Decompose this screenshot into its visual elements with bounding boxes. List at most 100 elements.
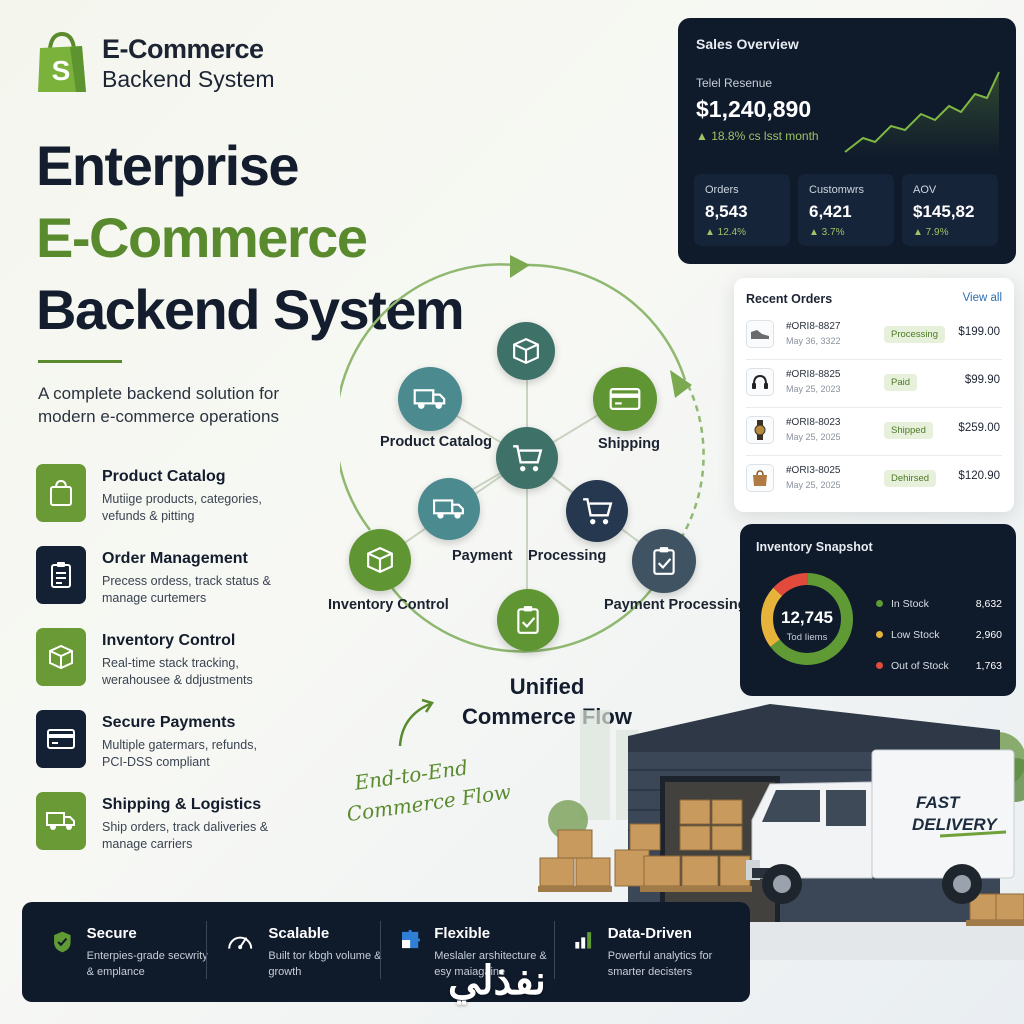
inventory-total-value: 12,745 bbox=[781, 608, 833, 627]
hero-line-3: Backend System bbox=[36, 278, 465, 341]
stat-change: ▲ 12.4% bbox=[705, 227, 747, 238]
shopping-bag-icon bbox=[36, 464, 86, 522]
value-prop-desc: Enterpies-grade secwrity & emplance bbox=[86, 949, 208, 978]
credit-card-icon bbox=[609, 388, 641, 410]
watch-icon bbox=[746, 416, 774, 444]
feature-title: Inventory Control bbox=[102, 632, 236, 649]
value-prop-desc: Meslaler arshitecture & esy maiagaine bbox=[434, 949, 547, 978]
order-row[interactable]: #ORI8-8023 May 25, 2025 Shipped $259.00 bbox=[746, 408, 1002, 456]
order-row[interactable]: #ORI8-8825 May 25, 2023 Paid $99.90 bbox=[746, 360, 1002, 408]
feature-desc: Multiple gatermars, refunds, PCI-DSS com… bbox=[102, 738, 257, 769]
flow-node-payment-processing[interactable] bbox=[632, 529, 696, 593]
svg-text:S: S bbox=[52, 55, 71, 86]
revenue-change: ▲ 18.8% cs lsst month bbox=[696, 129, 819, 143]
donut-segment-in-stock bbox=[761, 573, 853, 665]
truck-text-line-2: DELIVERY bbox=[912, 815, 998, 834]
value-props-bar: Secure Enterpies-grade secwrity & emplan… bbox=[22, 902, 750, 1002]
legend-low-stock: Low Stock 2,960 bbox=[876, 619, 1002, 650]
revenue-label: Telel Resenue bbox=[696, 76, 773, 90]
order-row[interactable]: #ORI8-8827 May 36, 3322 Processing $199.… bbox=[746, 312, 1002, 360]
order-date: May 36, 3322 bbox=[786, 336, 841, 346]
value-prop-title: Scalable bbox=[268, 924, 330, 942]
feature-order-management[interactable]: Order Management Precess ordess, track s… bbox=[36, 546, 277, 628]
box-icon bbox=[513, 337, 539, 365]
flow-node-payment[interactable] bbox=[418, 478, 480, 540]
stat-orders: Orders 8,543 ▲ 12.4% bbox=[694, 174, 790, 246]
order-id: #ORI8-8827 bbox=[786, 321, 841, 332]
flow-node-inventory-control[interactable] bbox=[349, 529, 411, 591]
view-all-link[interactable]: View all bbox=[962, 292, 1002, 304]
hero-line-2: E-Commerce bbox=[36, 206, 368, 269]
feature-desc: Mutiige products, categories, vefunds & … bbox=[102, 492, 262, 523]
legend-label: Low Stock bbox=[891, 628, 940, 641]
revenue-value: $1,240,890 bbox=[696, 96, 812, 122]
inventory-donut-chart bbox=[761, 573, 853, 665]
brand-subtitle: Backend System bbox=[102, 65, 275, 92]
feature-shipping-logistics[interactable]: Shipping & Logistics Ship orders, track … bbox=[36, 792, 277, 874]
value-prop-secure: Secure Enterpies-grade secwrity & emplan… bbox=[38, 925, 212, 980]
order-date: May 25, 2023 bbox=[786, 384, 841, 394]
value-prop-desc: Powerful analytics for smarter decisters bbox=[607, 949, 713, 978]
order-date: May 25, 2025 bbox=[786, 432, 841, 442]
legend-label: In Stock bbox=[891, 597, 929, 610]
truck-icon bbox=[413, 389, 446, 409]
flow-node-processing[interactable] bbox=[566, 480, 628, 542]
card-title: Inventory Snapshot bbox=[756, 540, 873, 554]
feature-secure-payments[interactable]: Secure Payments Multiple gatermars, refu… bbox=[36, 710, 277, 792]
flow-node-box[interactable] bbox=[497, 322, 555, 380]
feature-inventory-control[interactable]: Inventory Control Real-time stack tracki… bbox=[36, 628, 277, 710]
hero-divider bbox=[38, 360, 122, 363]
flow-node-cart-center[interactable] bbox=[496, 427, 558, 489]
stat-change: ▲ 3.7% bbox=[809, 227, 845, 238]
headphones-icon bbox=[746, 368, 774, 396]
flow-label-inventory-control: Inventory Control bbox=[328, 597, 449, 613]
brand: S E-Commerce Backend System bbox=[36, 32, 275, 94]
legend-value: 8,632 bbox=[975, 597, 1002, 610]
sales-overview-card: Sales Overview Telel Resenue $1,240,890 … bbox=[678, 18, 1016, 264]
card-title: Recent Orders bbox=[746, 292, 833, 306]
flow-node-order-check[interactable] bbox=[497, 589, 559, 651]
stat-value: 8,543 bbox=[705, 202, 748, 221]
value-prop-data-driven: Data-Driven Powerful analytics for smart… bbox=[554, 920, 734, 980]
flow-label-processing: Processing bbox=[528, 548, 607, 564]
truck-icon bbox=[433, 499, 464, 519]
stat-label: Customwrs bbox=[809, 184, 865, 196]
stat-value: $145,82 bbox=[913, 202, 975, 221]
order-status-badge: Dehirsed bbox=[884, 470, 937, 487]
inventory-legend: In Stock 8,632 Low Stock 2,960 Out of St… bbox=[876, 588, 1002, 681]
shopify-bag-logo-icon: S bbox=[38, 32, 86, 92]
flow-label-payment: Payment bbox=[452, 548, 513, 564]
order-date: May 25, 2025 bbox=[786, 480, 841, 490]
order-amount: $120.90 bbox=[958, 470, 1000, 482]
order-id: #ORI8-8825 bbox=[786, 369, 841, 380]
inventory-snapshot-card: Inventory Snapshot 12,745 Tod Iiems In S… bbox=[740, 524, 1016, 696]
box-icon bbox=[36, 628, 86, 686]
order-row[interactable]: #ORI3-8025 May 25, 2025 Dehirsed $120.90 bbox=[746, 456, 1002, 504]
value-prop-title: Flexible bbox=[434, 924, 491, 942]
clipboard-list-icon bbox=[36, 546, 86, 604]
stat-aov: AOV $145,82 ▲ 7.9% bbox=[902, 174, 998, 246]
order-status-badge: Paid bbox=[884, 374, 918, 391]
puzzle-icon bbox=[402, 929, 421, 948]
legend-value: 1,763 bbox=[975, 659, 1002, 672]
order-status-badge: Processing bbox=[884, 326, 945, 343]
bar-chart-icon bbox=[575, 931, 592, 949]
handbag-icon bbox=[746, 464, 774, 492]
feature-product-catalog[interactable]: Product Catalog Mutiige products, catego… bbox=[36, 464, 277, 546]
shield-check-icon bbox=[54, 931, 71, 952]
order-amount: $199.00 bbox=[958, 326, 1000, 338]
flow-label-product-catalog: Product Catalog bbox=[380, 434, 492, 450]
order-id: #ORI3-8025 bbox=[786, 465, 841, 476]
flow-node-shipping[interactable] bbox=[593, 367, 657, 431]
donut-segment-out-of-stock bbox=[761, 573, 853, 665]
legend-value: 2,960 bbox=[975, 628, 1002, 641]
order-amount: $99.90 bbox=[964, 374, 1000, 386]
legend-out-of-stock: Out of Stock 1,763 bbox=[876, 650, 1002, 681]
feature-list: Product Catalog Mutiige products, catego… bbox=[36, 464, 277, 874]
stat-customers: Customwrs 6,421 ▲ 3.7% bbox=[798, 174, 894, 246]
stat-change: ▲ 7.9% bbox=[913, 227, 949, 238]
hero-subtitle: A complete backend solution for modern e… bbox=[38, 384, 279, 426]
flow-node-product-catalog[interactable] bbox=[398, 367, 462, 431]
value-prop-title: Data-Driven bbox=[607, 924, 692, 942]
shoe-icon bbox=[746, 320, 774, 348]
